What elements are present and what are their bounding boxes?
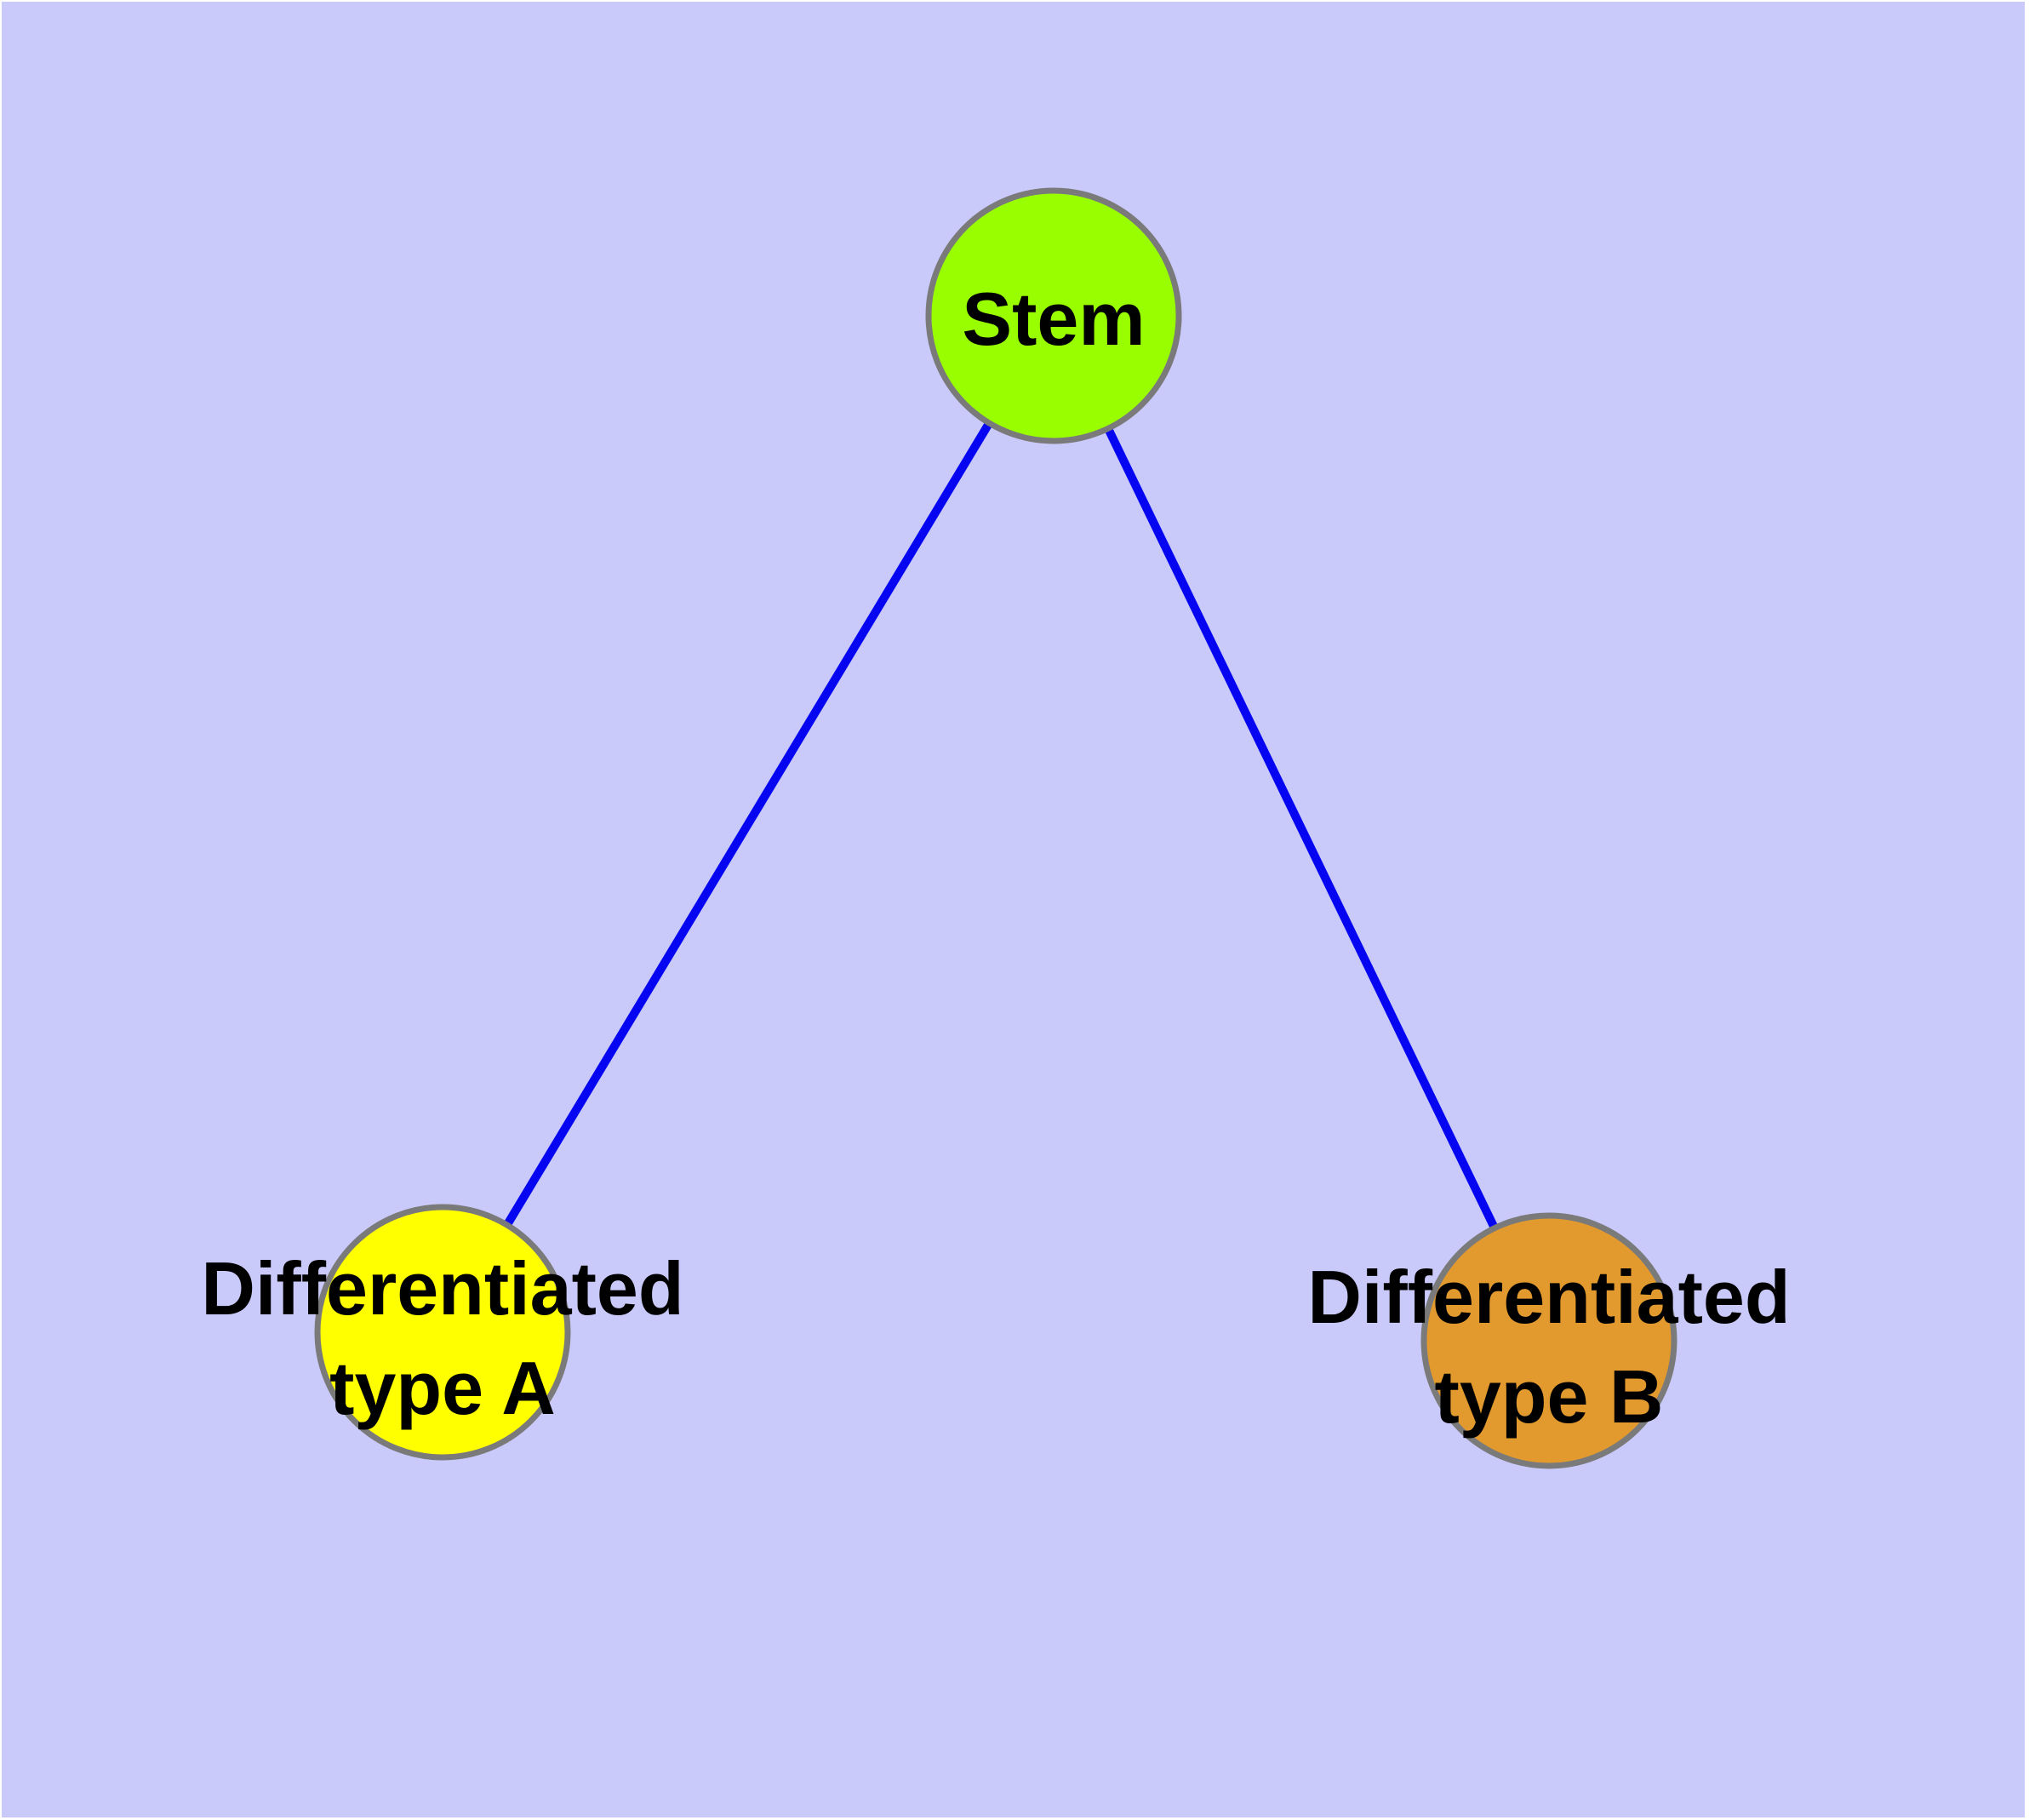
node-stem-label: Stem (962, 277, 1145, 361)
node-stem-circle (925, 187, 1182, 444)
node-differentiated-type-a-circle (314, 1204, 571, 1461)
edge-stem-to-type-b (1049, 313, 1553, 1343)
edge-layer (438, 313, 1553, 1343)
edge-stem-to-type-a (438, 313, 1058, 1335)
node-differentiated-type-b-circle (1420, 1212, 1677, 1469)
node-stem: Stem (925, 187, 1182, 444)
